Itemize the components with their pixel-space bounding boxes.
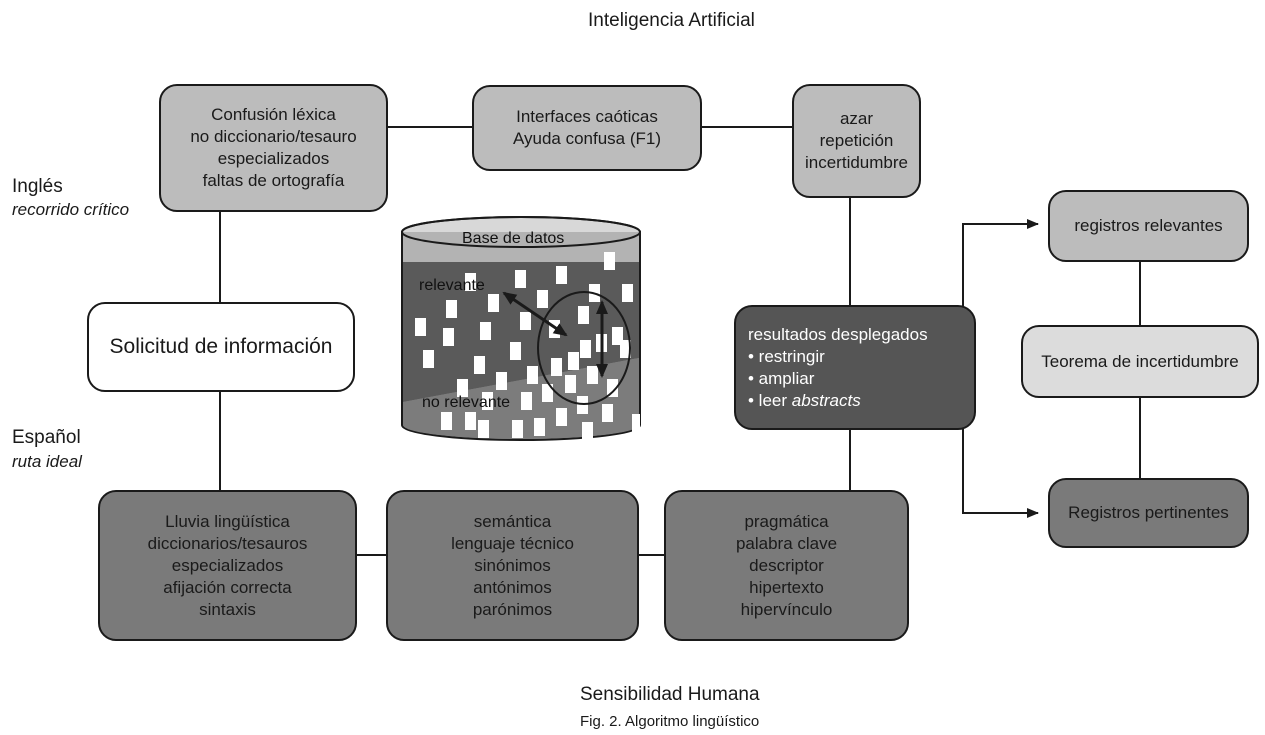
figure-caption: Fig. 2. Algoritmo lingüístico — [580, 713, 760, 730]
box-lluvia-linguistica: Lluvia lingüística diccionarios/tesauros… — [98, 490, 357, 641]
label-ruta-ideal: ruta ideal — [12, 452, 82, 471]
box-line: Lluvia lingüística — [165, 511, 290, 531]
box-line: diccionarios/tesauros — [147, 533, 308, 553]
resultados-item: • ampliar — [748, 368, 815, 388]
box-interfaces-caoticas: Interfaces caóticas Ayuda confusa (F1) — [472, 85, 702, 171]
label-recorrido-critico: recorrido crítico — [12, 200, 130, 219]
box-line: parónimos — [472, 599, 553, 619]
box-line: Solicitud de información — [109, 335, 333, 358]
box-line: pragmática — [744, 511, 829, 531]
box-line: hipertexto — [749, 577, 824, 597]
box-solicitud-informacion: Solicitud de información — [87, 302, 355, 392]
resultados-item-text: • leer — [748, 390, 792, 410]
database-title: Base de datos — [462, 230, 565, 247]
box-line: hipervínculo — [740, 599, 833, 619]
box-line: faltas de ortografía — [202, 171, 345, 190]
resultados-item-italic: abstracts — [791, 390, 861, 410]
title-top: Inteligencia Artificial — [588, 10, 755, 31]
label-espanol: Español — [12, 427, 81, 448]
box-line: especializados — [217, 149, 330, 168]
box-pragmatica: pragmática palabra clave descriptor hipe… — [664, 490, 909, 641]
box-resultados-desplegados: resultados desplegados • restringir • am… — [734, 305, 976, 430]
box-line: afijación correcta — [163, 577, 292, 597]
box-semantica: semántica lenguaje técnico sinónimos ant… — [386, 490, 639, 641]
box-line: Ayuda confusa (F1) — [512, 129, 662, 148]
database-label-relevante: relevante — [419, 277, 485, 294]
box-line: Confusión léxica — [211, 105, 336, 124]
box-line: repetición — [819, 131, 894, 150]
resultados-item-leer: • leer abstracts — [748, 390, 861, 412]
box-azar: azar repetición incertidumbre — [792, 84, 921, 198]
resultados-item: • restringir — [748, 346, 825, 366]
box-line: Teorema de incertidumbre — [1041, 351, 1239, 371]
title-bottom: Sensibilidad Humana — [580, 684, 760, 705]
box-line: Registros pertinentes — [1068, 503, 1229, 522]
resultados-title: resultados desplegados — [748, 324, 928, 344]
box-registros-pertinentes: Registros pertinentes — [1048, 478, 1249, 548]
box-line: lenguaje técnico — [451, 533, 574, 553]
box-line: Interfaces caóticas — [516, 107, 658, 126]
box-line: semántica — [473, 511, 552, 531]
box-teorema-incertidumbre: Teorema de incertidumbre — [1021, 325, 1259, 398]
database-records — [415, 252, 640, 440]
box-line: antónimos — [473, 577, 552, 597]
box-line: sintaxis — [199, 599, 256, 619]
box-line: azar — [839, 109, 874, 128]
diagonal-double-arrow — [502, 291, 568, 337]
box-registros-relevantes: registros relevantes — [1048, 190, 1249, 262]
box-confusion-lexica: Confusión léxica no diccionario/tesauro … — [159, 84, 388, 212]
box-line: no diccionario/tesauro — [190, 127, 357, 146]
box-line: especializados — [171, 555, 284, 575]
label-ingles: Inglés — [12, 176, 63, 197]
box-line: incertidumbre — [805, 153, 908, 172]
box-line: sinónimos — [474, 555, 551, 575]
search-scope-ellipse — [537, 291, 631, 405]
box-line: descriptor — [749, 555, 824, 575]
box-line: registros relevantes — [1074, 216, 1223, 235]
database-label-no-relevante: no relevante — [422, 394, 511, 411]
box-line: palabra clave — [735, 533, 838, 553]
